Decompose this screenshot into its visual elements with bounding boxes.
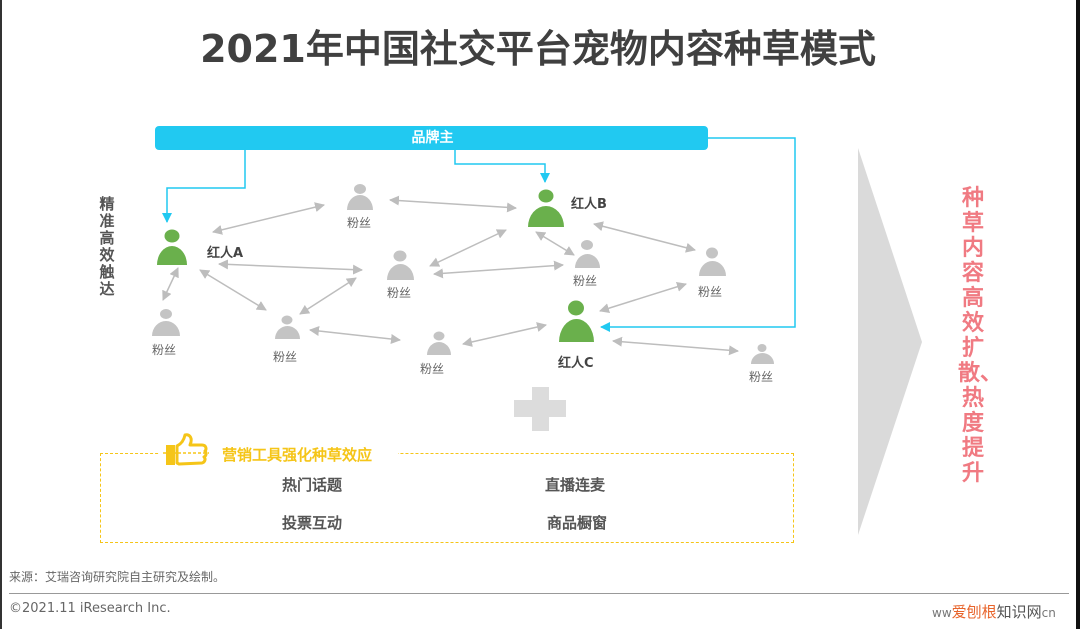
spread-heat-label: 种草内容高效扩散、热度提升 xyxy=(958,186,1003,486)
influencer-c-label: 红人C xyxy=(558,356,594,371)
interaction-arrows xyxy=(162,195,739,356)
footer-divider xyxy=(9,593,1069,594)
watermark-suffix: cn xyxy=(1041,606,1056,620)
frame-left-border xyxy=(0,0,2,629)
marketing-tools-box xyxy=(100,453,794,543)
fan-icon xyxy=(275,315,300,339)
page-title: 2021年中国社交平台宠物内容种草模式 xyxy=(200,27,876,71)
chevron-right-icon xyxy=(858,148,922,535)
influencer-a-label: 红人A xyxy=(207,246,244,261)
fan-icon xyxy=(699,247,726,276)
fan-label: 粉丝 xyxy=(420,362,445,376)
fan-label: 粉丝 xyxy=(347,216,372,230)
fan-label: 粉丝 xyxy=(698,285,723,299)
influencer-b-icon xyxy=(528,189,564,227)
frame-right-border xyxy=(1076,0,1080,629)
fan-icon xyxy=(751,344,774,364)
influencer-c-icon xyxy=(559,300,594,342)
copyright: ©2021.11 iResearch Inc. xyxy=(9,601,171,616)
plus-icon-vertical xyxy=(532,387,549,431)
influencer-a-icon xyxy=(157,229,187,265)
tool-product-showcase: 商品橱窗 xyxy=(547,514,608,532)
marketing-tools-title: 营销工具强化种草效应 xyxy=(222,446,373,464)
thumbs-up-icon xyxy=(163,433,209,466)
fan-icon xyxy=(387,250,414,280)
brand-owner-label: 品牌主 xyxy=(411,130,454,146)
fan-label: 粉丝 xyxy=(387,286,412,300)
watermark-prefix: ww xyxy=(932,606,952,620)
source-note: 来源：艾瑞咨询研究院自主研究及绘制。 xyxy=(9,570,226,584)
fan-icon xyxy=(152,309,180,336)
fan-icon xyxy=(427,331,451,355)
brand-connectors xyxy=(162,137,796,332)
fan-label: 粉丝 xyxy=(573,274,598,288)
watermark: ww爱刨根知识网cn xyxy=(932,601,1056,622)
fan-label: 粉丝 xyxy=(273,350,298,364)
watermark-main: 知识网 xyxy=(996,603,1042,621)
fan-icon xyxy=(347,184,373,210)
brand-owner-bar xyxy=(155,126,708,150)
fan-icon xyxy=(575,240,600,268)
precise-reach-label: 精准高效触达 xyxy=(99,195,115,298)
tool-live-co-stream: 直播连麦 xyxy=(545,476,606,494)
fan-label: 粉丝 xyxy=(749,370,774,384)
influencer-b-label: 红人B xyxy=(571,197,607,212)
tool-vote-interaction: 投票互动 xyxy=(282,514,343,532)
watermark-highlight: 爱刨根 xyxy=(951,603,997,621)
fan-label: 粉丝 xyxy=(152,343,177,357)
tool-hot-topics: 热门话题 xyxy=(282,476,343,494)
